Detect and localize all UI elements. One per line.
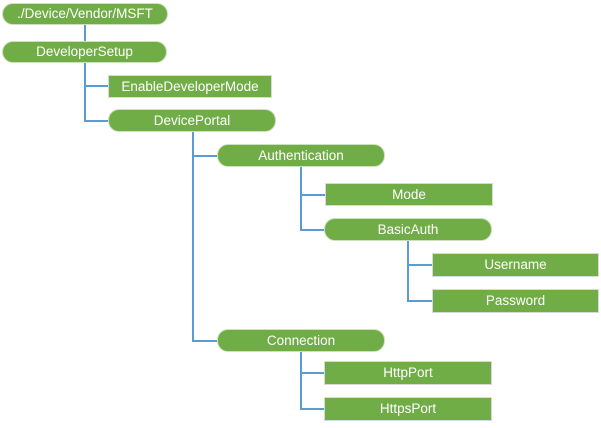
tree-node-device-vendor-msft: ./Device/Vendor/MSFT — [2, 3, 168, 25]
tree-node-deviceportal: DevicePortal — [108, 109, 276, 132]
tree-node-basicauth: BasicAuth — [324, 218, 492, 241]
connector-branch-authentication — [192, 155, 217, 157]
connector-deviceportal-trunk — [192, 132, 194, 342]
connector-branch-password — [407, 300, 432, 302]
connector-branch-mode — [300, 194, 325, 196]
connector-branch-username — [407, 264, 432, 266]
tree-node-mode: Mode — [325, 183, 493, 206]
connector-branch-basicauth — [300, 229, 324, 231]
connector-developersetup-trunk — [84, 63, 86, 122]
tree-node-httpsport: HttpsPort — [324, 397, 492, 421]
connector-branch-deviceportal — [84, 120, 108, 122]
tree-node-developersetup: DeveloperSetup — [2, 41, 167, 63]
connector-branch-httpport — [300, 372, 324, 374]
connector-basicauth-trunk — [407, 241, 409, 302]
connector-authentication-trunk — [300, 167, 302, 231]
tree-node-username: Username — [432, 253, 599, 277]
tree-node-password: Password — [432, 289, 599, 313]
connector-branch-enabledevelopermode — [84, 85, 108, 87]
tree-node-authentication: Authentication — [217, 144, 385, 167]
connector-connection-trunk — [300, 352, 302, 410]
connector-branch-connection — [192, 340, 217, 342]
connector-root-developersetup — [84, 25, 86, 42]
tree-node-httpport: HttpPort — [324, 361, 492, 385]
connector-branch-httpsport — [300, 408, 324, 410]
tree-node-enabledevelopermode: EnableDeveloperMode — [108, 75, 272, 98]
tree-node-connection: Connection — [217, 329, 385, 352]
